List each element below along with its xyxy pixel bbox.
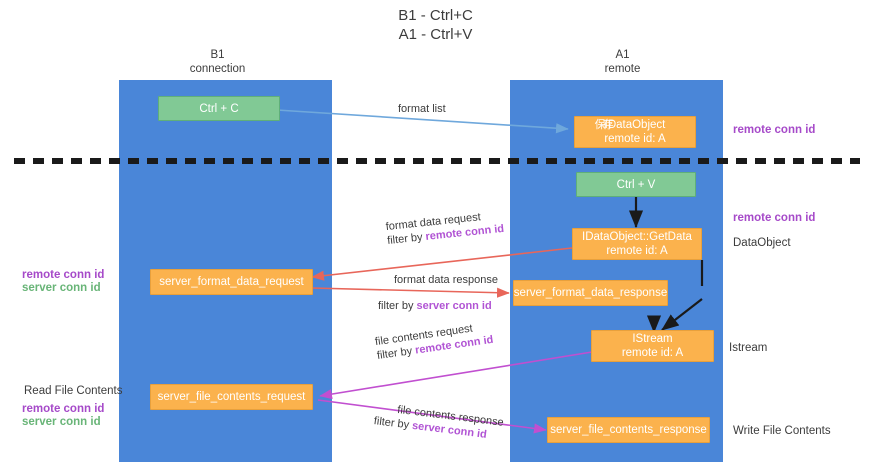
page-title: B1 - Ctrl+C A1 - Ctrl+V bbox=[398, 7, 473, 43]
node-server-file-contents-response-label: server_file_contents_response bbox=[550, 424, 707, 436]
edge-label-file-contents-request: file contents request filter by remote c… bbox=[374, 319, 494, 363]
edge-label-format-list: format list bbox=[398, 102, 446, 116]
edge-label-fcresp-prefix: filter by bbox=[373, 415, 413, 432]
node-save-idataobject-line1-text: IDataObject bbox=[604, 119, 666, 131]
node-server-file-contents-request[interactable]: server_file_contents_request bbox=[150, 384, 313, 410]
node-istream-line1: IStream bbox=[632, 333, 673, 345]
node-save-idataobject-overlay: 保存 bbox=[594, 118, 614, 131]
edge-label-format-list-line1: format list bbox=[398, 103, 446, 115]
edge-label-fdresp-prefix: filter by bbox=[378, 300, 417, 312]
side-label-write-file-contents: Write File Contents bbox=[733, 425, 831, 437]
side-label-left-server-conn-id: server conn id bbox=[22, 282, 101, 294]
node-ctrl-c-label: Ctrl + C bbox=[199, 102, 239, 115]
side-label-left-remote-conn-id: remote conn id bbox=[22, 269, 105, 281]
side-label-remote-conn-id-mid: remote conn id bbox=[733, 212, 816, 224]
node-server-file-contents-request-label: server_file_contents_request bbox=[157, 391, 306, 403]
node-ctrl-c[interactable]: Ctrl + C bbox=[158, 96, 280, 121]
edge-label-fdresp-line1: format data response bbox=[394, 274, 498, 286]
side-label-left-server-conn-id-2: server conn id bbox=[22, 416, 101, 428]
node-getdata-line1: IDataObject::GetData bbox=[582, 231, 692, 243]
node-server-format-data-request-label: server_format_data_request bbox=[159, 276, 304, 288]
node-server-format-data-response-label: server_format_data_response bbox=[513, 287, 668, 299]
node-ctrl-v[interactable]: Ctrl + V bbox=[576, 172, 696, 197]
side-label-left-remote-conn-id-2: remote conn id bbox=[22, 403, 105, 415]
edge-label-file-contents-response: file contents response filter by server … bbox=[373, 400, 504, 444]
edge-label-format-data-response: format data response filter by server co… bbox=[378, 273, 498, 313]
side-label-remote-conn-id-top: remote conn id bbox=[733, 124, 816, 136]
edge-label-fdresp-line2: filter by server conn id bbox=[378, 299, 498, 313]
node-save-idataobject-line2: remote id: A bbox=[604, 133, 666, 145]
edge-label-fdresp-highlight: server conn id bbox=[416, 300, 492, 312]
edge-label-format-data-request: format data request filter by remote con… bbox=[385, 208, 505, 248]
side-label-dataobject: DataObject bbox=[733, 237, 791, 249]
side-label-istream: Istream bbox=[729, 342, 768, 354]
side-label-read-file-contents: Read File Contents bbox=[24, 385, 123, 397]
node-getdata-line2: remote id: A bbox=[606, 245, 668, 257]
node-ctrl-v-label: Ctrl + V bbox=[616, 178, 656, 191]
node-istream-line2: remote id: A bbox=[621, 347, 684, 359]
node-server-file-contents-response[interactable]: server_file_contents_response bbox=[547, 417, 710, 443]
node-save-idataobject-line1: 保存 IDataObject bbox=[595, 118, 666, 132]
column-header-a1: A1 remote bbox=[604, 49, 641, 75]
edge-label-fdreq-prefix: filter by bbox=[386, 231, 427, 248]
column-header-b1: B1 connection bbox=[189, 49, 246, 75]
node-idataobject-getdata[interactable]: IDataObject::GetData remote id: A bbox=[572, 228, 702, 260]
node-server-format-data-request[interactable]: server_format_data_request bbox=[150, 269, 313, 295]
node-save-idataobject[interactable]: 保存 IDataObject remote id: A bbox=[574, 116, 696, 148]
node-istream[interactable]: IStream remote id: A bbox=[591, 330, 714, 362]
node-server-format-data-response[interactable]: server_format_data_response bbox=[513, 280, 668, 306]
edge-label-fcreq-prefix: filter by bbox=[376, 344, 417, 363]
